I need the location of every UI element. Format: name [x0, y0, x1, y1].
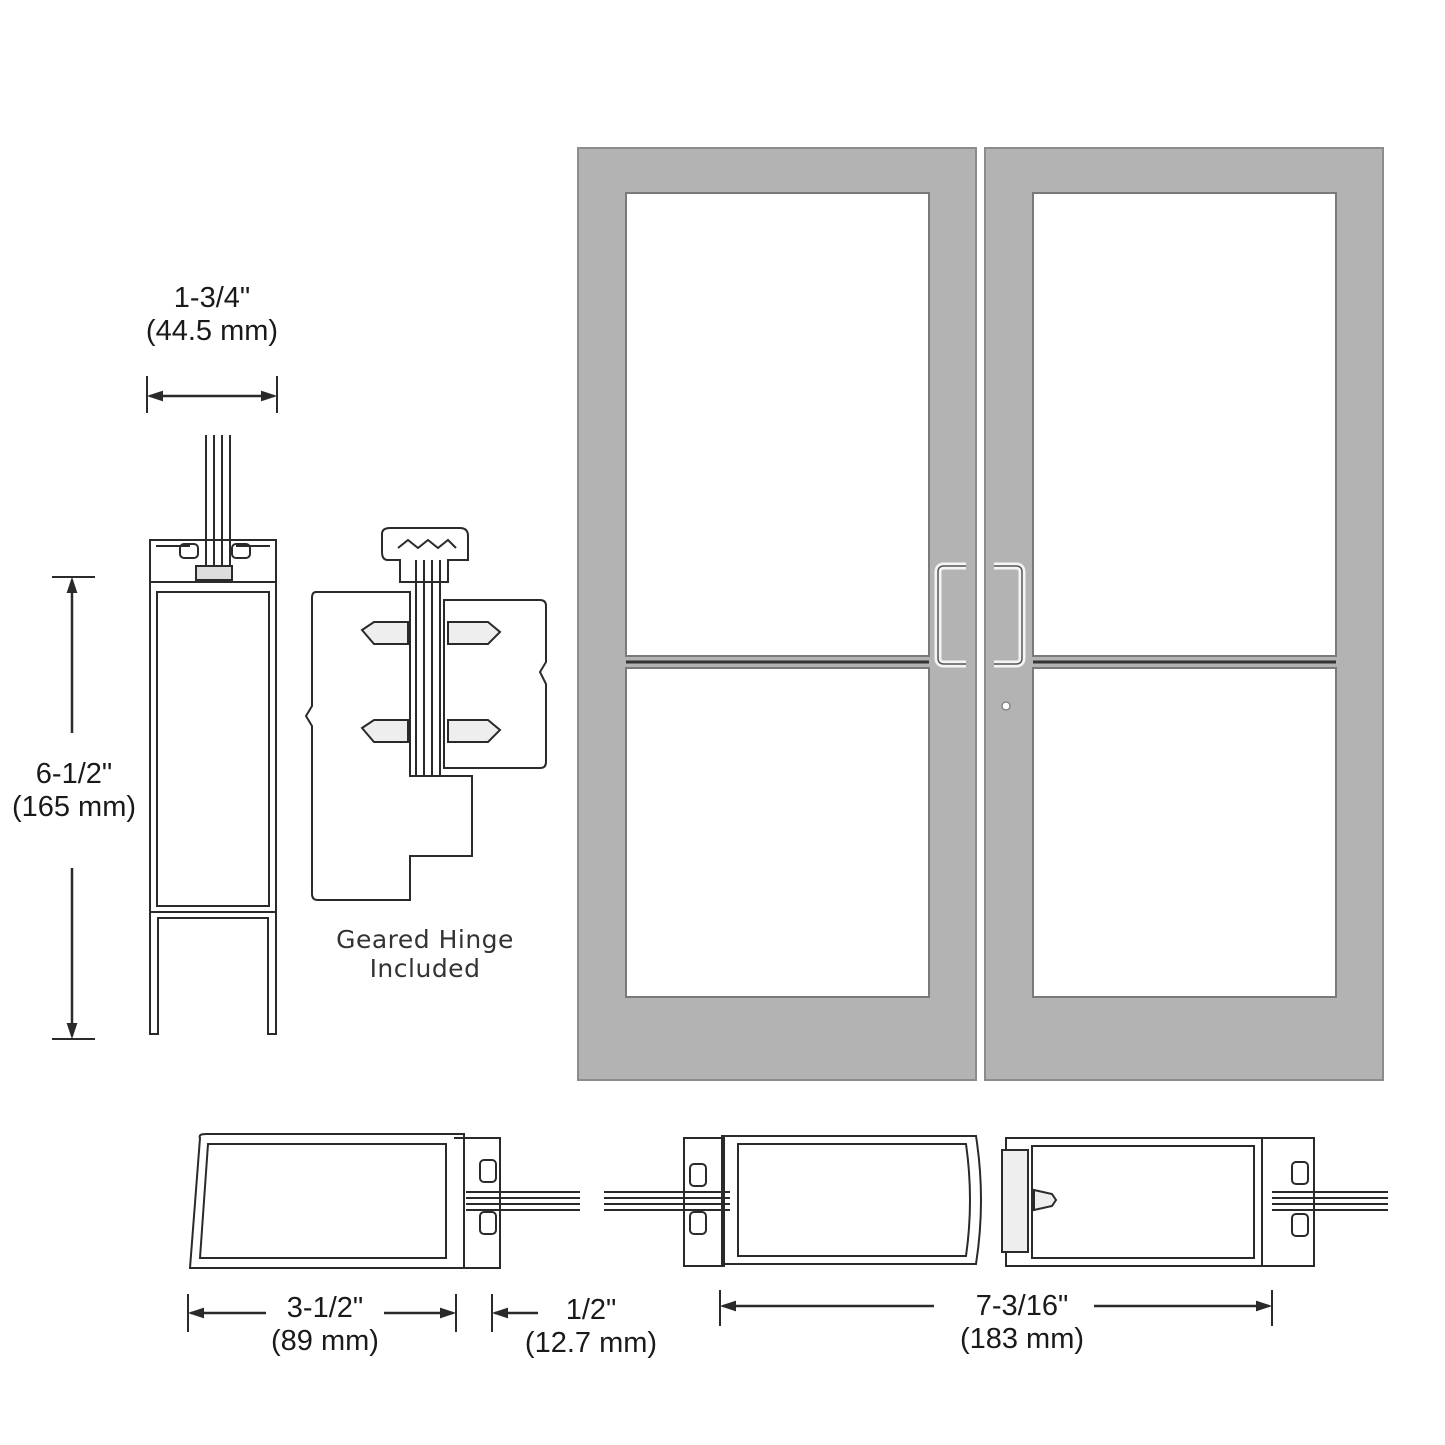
- stile-width-label: 3-1/2" (89 mm): [260, 1292, 390, 1359]
- rail-height-imperial: 6-1/2": [35, 758, 113, 790]
- stile-width-metric: (89 mm): [271, 1325, 379, 1358]
- door-left: [577, 147, 977, 1081]
- stile-depth-imperial: 1-3/4": [173, 282, 251, 314]
- geared-hinge-detail: [304, 527, 547, 901]
- door-right: [984, 147, 1384, 1081]
- keyhole-icon: [1001, 701, 1011, 711]
- stile-depth-label: 1-3/4" (44.5 mm): [130, 282, 294, 349]
- rail-height-label: 6-1/2" (165 mm): [6, 758, 142, 825]
- hinge-note-line1: Geared Hinge: [336, 925, 514, 954]
- glass-lower-left: [625, 667, 930, 998]
- plan-section: [187, 1133, 1388, 1332]
- meeting-stiles-metric: (183 mm): [959, 1323, 1085, 1356]
- stile-width-imperial: 3-1/2": [286, 1292, 364, 1324]
- glass-gap-label: 1/2" (12.7 mm): [516, 1294, 666, 1361]
- glass-gap-metric: (12.7 mm): [524, 1327, 658, 1360]
- stile-depth-metric: (44.5 mm): [145, 315, 279, 348]
- hinge-note: Geared Hinge Included: [320, 925, 530, 984]
- rail-height-metric: (165 mm): [11, 791, 137, 824]
- hinge-note-line2: Included: [369, 953, 481, 983]
- glass-upper-right: [1032, 192, 1337, 657]
- meeting-stiles-imperial: 7-3/16": [975, 1290, 1069, 1322]
- meeting-stiles-label: 7-3/16" (183 mm): [942, 1290, 1102, 1357]
- glass-gap-imperial: 1/2": [565, 1294, 617, 1326]
- glass-upper-left: [625, 192, 930, 657]
- glass-lower-right: [1032, 667, 1337, 998]
- stile-section: [52, 376, 278, 1040]
